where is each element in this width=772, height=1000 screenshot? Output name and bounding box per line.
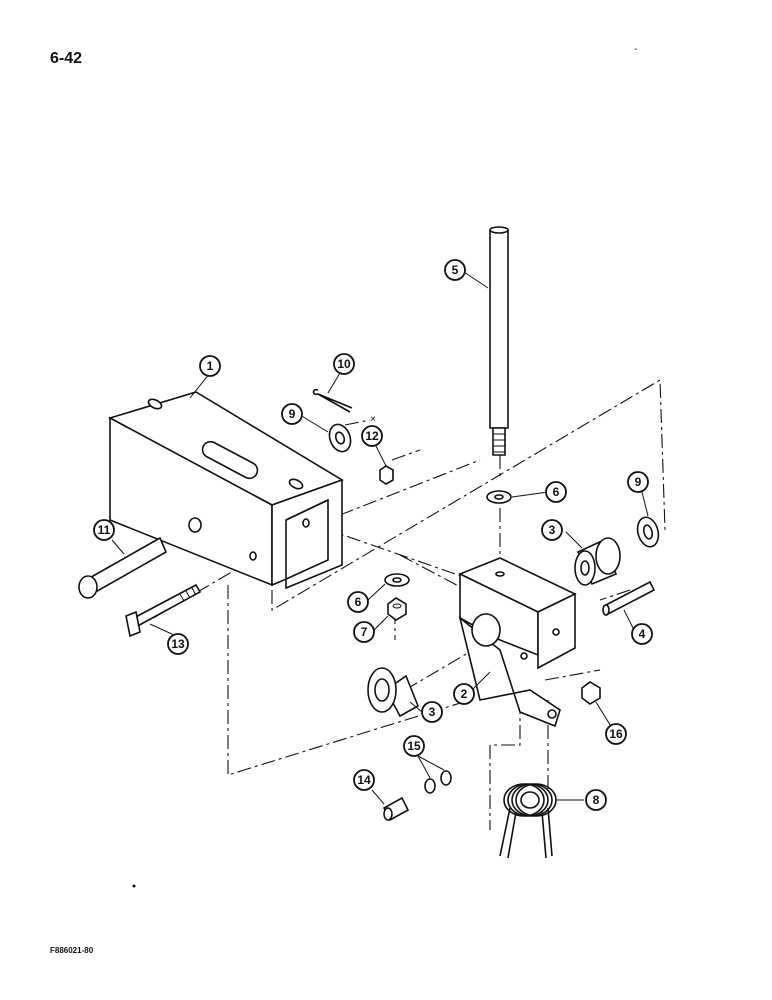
callout-13: 13 [167,633,189,655]
stray-dot [132,884,136,888]
svg-text:12: 12 [365,429,379,443]
callout-6-left: 6 [347,591,369,613]
svg-text:14: 14 [357,773,371,787]
svg-text:15: 15 [407,739,421,753]
bushing-left [367,667,420,718]
roll-pin [602,580,656,616]
lever-bracket [458,557,577,728]
callout-10: 10 [333,353,355,375]
callout-3-right: 3 [541,519,563,541]
set-screw [382,796,410,822]
svg-text:7: 7 [361,625,368,639]
callout-11: 11 [93,519,115,541]
corner-mark: - [634,44,638,55]
svg-text:11: 11 [98,523,111,537]
svg-text:×: × [370,414,376,425]
svg-text:8: 8 [593,793,600,807]
nut-top [379,465,394,485]
callout-9-right: 9 [627,471,649,493]
callout-9-left: 9 [281,403,303,425]
pin [78,536,168,599]
svg-text:4: 4 [639,627,646,641]
callout-6-top: 6 [545,481,567,503]
washer-right [636,516,660,548]
callout-4: 4 [631,623,653,645]
callout-16: 16 [605,723,627,745]
svg-text:16: 16 [609,727,623,741]
washer-six-top [486,490,512,504]
page-number: 6-42 [50,50,83,67]
callout-7: 7 [353,621,375,643]
washer-left [328,423,352,453]
bushing-right [574,537,621,586]
callout-12: 12 [361,425,383,447]
svg-text:13: 13 [171,637,185,651]
figure-code: F886021-80 [50,946,94,955]
callout-1: 1 [199,355,221,377]
svg-text:9: 9 [289,407,296,421]
svg-text:6: 6 [355,595,362,609]
svg-text:1: 1 [207,359,214,373]
callout-8: 8 [585,789,607,811]
torsion-spring [499,783,557,859]
callout-14: 14 [353,769,375,791]
nut-seven [387,597,407,621]
svg-text:5: 5 [452,263,459,277]
bolt [125,583,202,638]
svg-text:9: 9 [635,475,642,489]
callout-5: 5 [444,259,466,281]
assembly-lines [109,379,666,830]
nut-sixteen [581,681,601,705]
washers-fifteen [424,770,452,794]
svg-text:2: 2 [461,687,468,701]
channel-bracket [107,391,344,590]
cotter-pin: × [312,388,376,425]
washer-six-left [384,573,410,587]
svg-text:10: 10 [337,357,351,371]
callout-2: 2 [453,683,475,705]
callout-15: 15 [403,735,425,757]
leader-lines [111,271,649,805]
rod [489,226,509,456]
svg-text:3: 3 [549,523,556,537]
callout-3-left: 3 [421,701,443,723]
svg-text:3: 3 [429,705,436,719]
svg-text:6: 6 [553,485,560,499]
